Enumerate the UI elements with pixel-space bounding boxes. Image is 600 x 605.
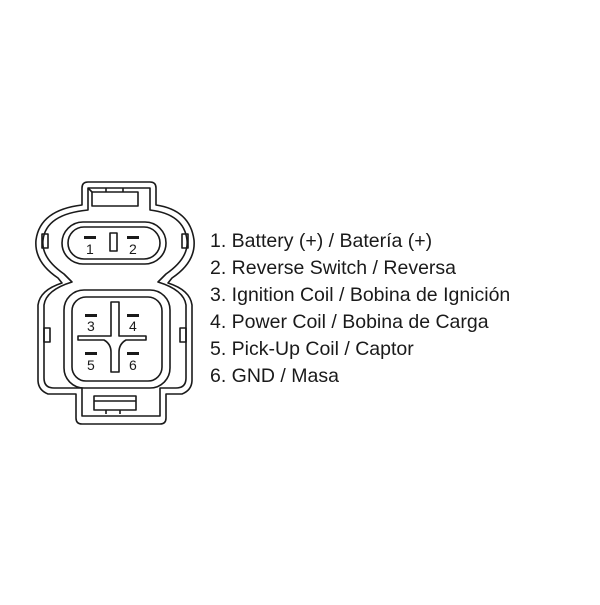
right-tab-top (181, 233, 189, 249)
pin-1-number: 1 (86, 241, 94, 257)
pin-3-marker (85, 314, 97, 317)
left-tab-top (41, 233, 49, 249)
pin-2-number: 2 (129, 241, 137, 257)
pin-4-number: 4 (129, 318, 137, 334)
pin-6-marker (127, 352, 139, 355)
pinout-legend: 1. Battery (+) / Batería (+) 2. Reverse … (210, 228, 510, 390)
legend-item-pin-6: 6. GND / Masa (210, 365, 339, 387)
left-tab-bottom (43, 327, 51, 343)
pin-3-number: 3 (87, 318, 95, 334)
legend-item-pin-1: 1. Battery (+) / Batería (+) (210, 230, 433, 252)
pin-2-marker (127, 236, 139, 239)
legend-item-pin-3: 3. Ignition Coil / Bobina de Ignición (210, 284, 511, 306)
bottom-pin-cavity-outer (63, 289, 171, 389)
pin-6-number: 6 (129, 357, 137, 373)
connector-housing-inner (42, 187, 188, 417)
pin-1-marker (84, 236, 96, 239)
right-tab-bottom (179, 327, 187, 343)
top-pin-cavity-outer (61, 221, 167, 265)
top-pin-cavity-inner (67, 226, 161, 260)
legend-item-pin-2: 2. Reverse Switch / Reversa (210, 257, 457, 279)
legend-item-pin-5: 5. Pick-Up Coil / Captor (210, 338, 414, 360)
polarization-key (109, 232, 118, 252)
pin-divider-cross (77, 301, 147, 373)
connector-housing-outer (35, 181, 195, 425)
pin-5-marker (85, 352, 97, 355)
bottom-pin-cavity-inner (71, 296, 163, 382)
pin-5-number: 5 (87, 357, 95, 373)
top-latch (91, 191, 139, 207)
pin-4-marker (127, 314, 139, 317)
legend-item-pin-4: 4. Power Coil / Bobina de Carga (210, 311, 489, 333)
top-latch-line (87, 187, 93, 193)
bottom-latch (93, 395, 137, 411)
